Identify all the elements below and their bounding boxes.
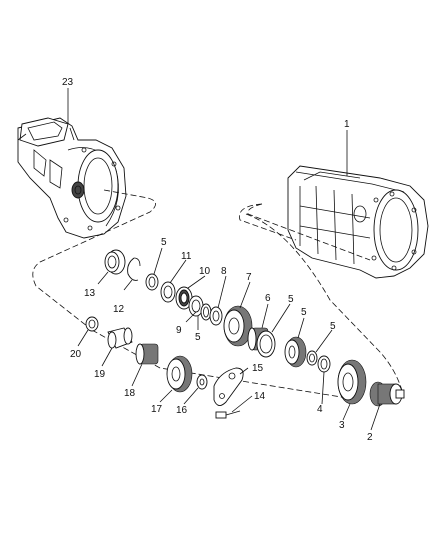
callout-10: 8 (221, 266, 227, 277)
callout-15: 13 (84, 288, 96, 299)
callout-5-lower: 5 (330, 321, 336, 332)
callout-4: 4 (317, 404, 323, 415)
callout-8: 6 (265, 293, 271, 304)
leader-lines (67, 88, 381, 431)
snap-ring-part-5-upper (145, 273, 159, 291)
callout-21: 19 (94, 369, 106, 380)
assembly-dashed-lines (32, 189, 405, 401)
snap-ring-part-5-lower (306, 350, 318, 366)
gear-part-19 (166, 355, 193, 393)
callout-17: 15 (252, 363, 264, 374)
bearing-race-part-15 (104, 249, 126, 275)
callout-5-middle: 5 (195, 332, 201, 343)
callout-16: 14 (254, 391, 266, 402)
shaft-part-2 (369, 381, 405, 407)
callout-11: 9 (176, 325, 182, 336)
callout-5-upper: 5 (161, 237, 167, 248)
callout-13: 11 (181, 251, 192, 262)
gear-part-3 (337, 359, 367, 405)
washer-part-18 (196, 374, 208, 390)
transmission-case-part-1 (287, 165, 429, 279)
callout-23: 23 (62, 77, 74, 88)
spacer-tube-part-21 (107, 327, 133, 349)
callout-2: 2 (367, 432, 373, 443)
synchronizer-ring-part-7 (256, 330, 276, 358)
callout-14: 12 (113, 304, 125, 315)
callout-labels: 23 1 5 11 10 8 7 6 5 5 5 13 12 9 5 20 19… (62, 77, 373, 443)
bearing-part-13 (160, 281, 176, 303)
callout-9: 7 (246, 272, 252, 283)
thrust-washer-part-10 (209, 306, 223, 326)
bearing-part-12 (175, 286, 193, 310)
adapter-housing-part-23 (17, 117, 127, 239)
callout-7: 5 (288, 294, 294, 305)
washer-part-22 (85, 316, 99, 332)
needle-bearing-part-20 (135, 343, 159, 365)
bolt-part-16 (215, 410, 241, 419)
callout-6: 5 (301, 307, 307, 318)
snap-ring-part-14 (127, 257, 141, 281)
callout-3: 3 (339, 420, 345, 431)
callout-18: 16 (176, 405, 188, 416)
synchronizer-part-6 (284, 336, 307, 368)
bracket-part-17 (213, 367, 244, 406)
callout-1: 1 (344, 119, 350, 130)
callout-19: 17 (151, 404, 163, 415)
callout-22: 20 (70, 349, 82, 360)
snap-ring-part-5-middle (200, 303, 212, 321)
callout-20: 18 (124, 388, 136, 399)
gear-part-9 (223, 305, 253, 347)
spacer-part-4 (317, 355, 331, 373)
callout-12: 10 (199, 266, 211, 277)
